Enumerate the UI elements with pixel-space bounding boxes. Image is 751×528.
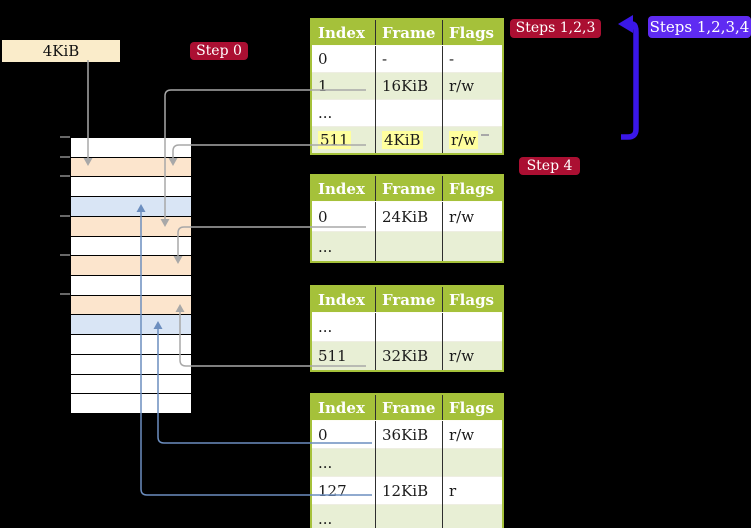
memory-row (71, 138, 191, 157)
cell: ... (311, 504, 376, 528)
cell: 12KiB (375, 476, 443, 505)
recursive-loop-arrow (621, 21, 639, 140)
cell (375, 448, 443, 477)
cell: r/w (442, 420, 503, 449)
cell: r/w (442, 341, 503, 371)
memory-row (71, 235, 191, 256)
highlighted-value: r/w (449, 131, 479, 149)
cell (442, 312, 503, 342)
cell: 24KiB (375, 201, 443, 232)
cell: ... (311, 448, 376, 477)
memory-row (71, 334, 191, 354)
table-row: ... (311, 231, 503, 262)
cell: r/w (442, 126, 503, 154)
table-row: 511 32KiB r/w (311, 341, 503, 371)
cell: - (375, 45, 443, 73)
col-header-frame: Frame (375, 394, 443, 421)
table-row: 0 - - (311, 45, 503, 73)
page-table-third: Index Frame Flags ... 511 32KiB r/w (310, 285, 504, 372)
memory-address-ticks (60, 136, 70, 295)
col-header-frame: Frame (375, 19, 443, 46)
table-row: 127 12KiB r (311, 476, 503, 505)
badge-step-0: Step 0 (190, 42, 248, 60)
memory-row (71, 275, 191, 295)
page-table-second: Index Frame Flags 0 24KiB r/w ... (310, 174, 504, 263)
cell: 4KiB (375, 126, 443, 154)
cell (442, 231, 503, 262)
col-header-frame: Frame (375, 286, 443, 313)
memory-row (71, 196, 191, 216)
cell (375, 99, 443, 127)
cell: 0 (318, 207, 328, 226)
physical-memory-column (70, 137, 192, 414)
cell: r/w (442, 201, 503, 232)
cell (375, 504, 443, 528)
col-header-index: Index (311, 175, 376, 202)
cell: 0 (318, 425, 328, 444)
col-header-frame: Frame (375, 175, 443, 202)
memory-row (71, 393, 191, 414)
col-header-index: Index (311, 19, 376, 46)
cell: 0 (318, 50, 328, 68)
badge-steps-1-2-3: Steps 1,2,3 (510, 19, 601, 38)
table-row: ... (311, 504, 503, 528)
badge-steps-1-2-3-4: Steps 1,2,3,4 (648, 16, 751, 38)
cell: ... (311, 99, 376, 127)
table-row: 0 36KiB r/w (311, 420, 503, 449)
col-header-index: Index (311, 286, 376, 313)
cell (442, 99, 503, 127)
table-row: ... (311, 99, 503, 127)
memory-row (71, 314, 191, 335)
cell: 36KiB (375, 420, 443, 449)
cell (375, 312, 443, 342)
cell: 1 (311, 72, 376, 100)
recursive-loop-arrowhead (618, 15, 633, 33)
col-header-flags: Flags (442, 286, 503, 313)
col-header-index: Index (311, 394, 376, 421)
cell: ... (311, 231, 376, 262)
label-4kib: 4KiB (2, 40, 120, 62)
cell: 511 (311, 126, 376, 154)
memory-row (71, 373, 191, 394)
memory-row (71, 255, 191, 276)
cell: - (442, 45, 503, 73)
col-header-flags: Flags (442, 19, 503, 46)
memory-row (71, 156, 191, 177)
memory-row (71, 176, 191, 197)
memory-row (71, 294, 191, 315)
cell: r (442, 476, 503, 505)
page-table-bottom: Index Frame Flags 0 36KiB r/w ... 127 12… (310, 393, 504, 528)
col-header-flags: Flags (442, 394, 503, 421)
cell: 16KiB (375, 72, 443, 100)
badge-step-4: Step 4 (519, 157, 580, 175)
table-row: 1 16KiB r/w (311, 72, 503, 100)
memory-row (71, 353, 191, 374)
cell (442, 504, 503, 528)
table-row: 0 24KiB r/w (311, 201, 503, 232)
memory-row (71, 215, 191, 236)
cell (442, 448, 503, 477)
col-header-flags: Flags (442, 175, 503, 202)
highlighted-value: 511 (318, 131, 351, 149)
highlighted-value: 4KiB (382, 131, 423, 149)
table-row-highlighted: 511 4KiB r/w (311, 126, 503, 154)
cell: ... (318, 318, 333, 336)
table-row: ... (311, 312, 503, 342)
cell: 32KiB (375, 341, 443, 371)
page-table-top: Index Frame Flags 0 - - 1 16KiB r/w ... … (310, 18, 504, 155)
cell: 127 (311, 476, 376, 505)
cell: 511 (311, 341, 376, 371)
table-row: ... (311, 448, 503, 477)
cell: r/w (442, 72, 503, 100)
cell (375, 231, 443, 262)
